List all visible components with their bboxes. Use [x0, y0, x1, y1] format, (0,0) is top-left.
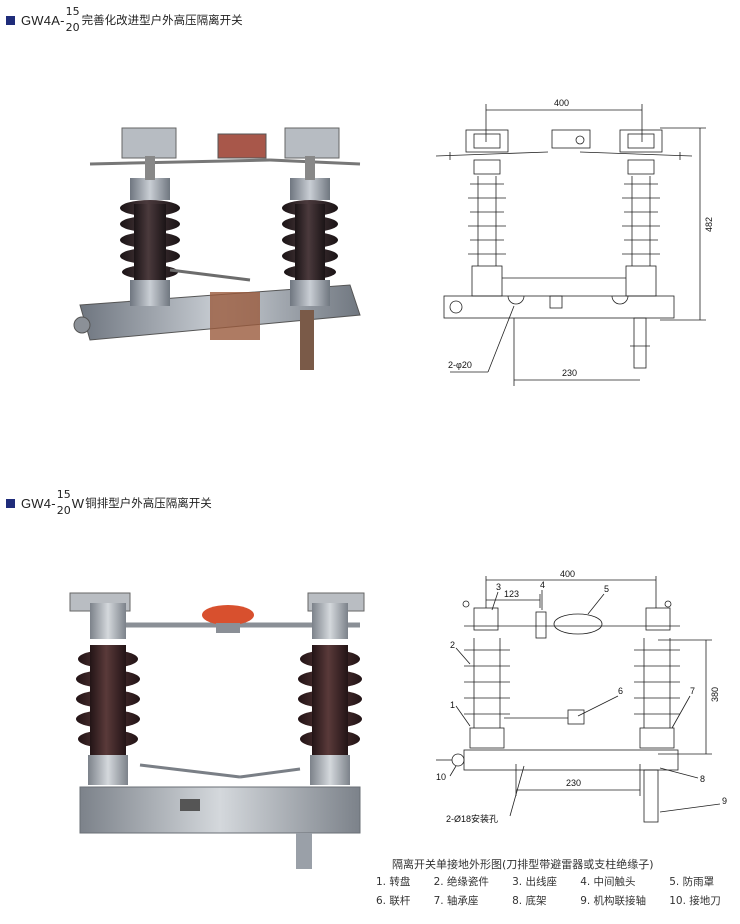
width-dimension-label: 400: [560, 569, 575, 579]
hole-label: 2-φ20: [448, 360, 472, 370]
dimension-drawing-gw4w: 400 123 380 230 2-Ø18安装孔 1 2 3 4 5 6 7 8…: [436, 569, 727, 824]
product-photo-gw4w: [69, 592, 365, 869]
fraction-bottom: 20: [65, 21, 80, 34]
legend-item: 10. 接地刀: [669, 895, 721, 907]
legend-item: 1. 转盘: [376, 876, 411, 888]
callout-6: 6: [618, 686, 623, 696]
callout-1: 1: [450, 700, 455, 710]
product-photo-gw4a: [73, 127, 361, 370]
callout-5: 5: [604, 584, 609, 594]
base-dimension-label: 230: [562, 368, 577, 378]
section-title-gw4a: GW4A- 15 20 完善化改进型户外高压隔离开关: [6, 5, 243, 34]
legend-item: 4. 中间触头: [580, 876, 636, 888]
bullet-square-icon: [6, 498, 15, 508]
voltage-fraction: 15 20: [56, 488, 71, 517]
legend-item: 3. 出线座: [512, 876, 557, 888]
callout-9: 9: [722, 796, 727, 806]
base-dimension-label: 230: [566, 778, 581, 788]
fraction-top: 15: [56, 488, 71, 501]
fraction-top: 15: [65, 5, 80, 18]
dimension-drawing-gw4a: 400 482 230 2-φ20: [435, 98, 714, 386]
voltage-fraction: 15 20: [65, 5, 80, 34]
height-dimension-label: 482: [704, 217, 714, 232]
legend-item: 7. 轴承座: [433, 895, 479, 907]
offset-dimension-label: 123: [504, 589, 519, 599]
callout-7: 7: [690, 686, 695, 696]
fraction-bottom: 20: [56, 504, 71, 517]
model-prefix: GW4A-: [21, 12, 65, 28]
callout-2: 2: [450, 640, 455, 650]
height-dimension-label: 380: [710, 687, 720, 702]
legend-item: 2. 绝缘瓷件: [433, 876, 489, 888]
model-suffix: W: [71, 495, 85, 511]
bullet-square-icon: [6, 15, 15, 25]
drawing-caption: 隔离开关单接地外形图(刀排型带避雷器或支柱绝缘子): [392, 858, 654, 871]
hole-label: 2-Ø18安装孔: [446, 813, 498, 824]
parts-legend: 1. 转盘 2. 绝缘瓷件 3. 出线座 4. 中间触头 5. 防雨罩 6. 联…: [376, 874, 738, 908]
legend-item: 6. 联杆: [376, 895, 411, 907]
section-description: 铜排型户外高压隔离开关: [85, 496, 212, 510]
callout-4: 4: [540, 580, 545, 590]
legend-item: 5. 防雨罩: [669, 876, 715, 888]
width-dimension-label: 400: [554, 98, 569, 108]
callout-3: 3: [496, 582, 501, 592]
callout-8: 8: [700, 774, 705, 784]
callout-10: 10: [436, 772, 446, 782]
legend-item: 8. 底架: [512, 895, 547, 907]
legend-item: 9. 机构联接轴: [580, 895, 647, 907]
section-title-gw4w: GW4- 15 20 W 铜排型户外高压隔离开关: [6, 488, 212, 517]
model-prefix: GW4-: [21, 495, 56, 511]
section-description: 完善化改进型户外高压隔离开关: [81, 13, 243, 27]
